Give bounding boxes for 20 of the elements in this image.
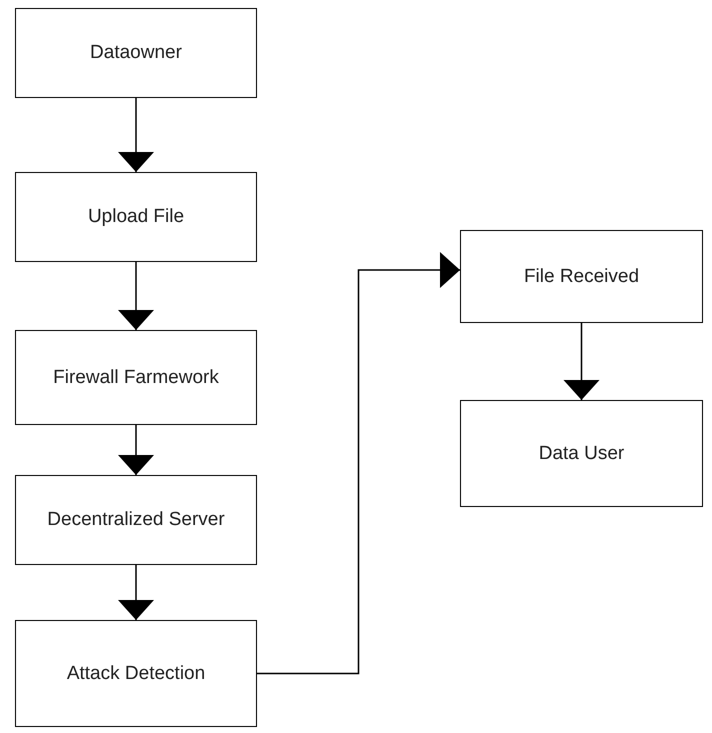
process-box <box>460 400 703 507</box>
arrow <box>118 262 154 330</box>
box-label: Firewall Farmework <box>52 366 220 390</box>
box-label: Attack Detection <box>66 662 206 686</box>
process-box <box>15 620 257 727</box>
box-label: Decentralized Server <box>46 508 226 532</box>
arrow <box>564 323 600 400</box>
arrow <box>118 425 154 475</box>
process-box <box>15 8 257 98</box>
arrow <box>257 252 460 674</box>
box-label: Data User <box>538 442 626 466</box>
arrow <box>118 565 154 620</box>
process-box <box>15 330 257 425</box>
process-box <box>15 172 257 262</box>
box-label: File Received <box>522 264 640 289</box>
process-box <box>460 230 703 323</box>
arrow <box>118 98 154 172</box>
box-label: Upload File <box>86 205 186 230</box>
box-label: Dataowner <box>89 41 183 66</box>
process-box <box>15 475 257 565</box>
